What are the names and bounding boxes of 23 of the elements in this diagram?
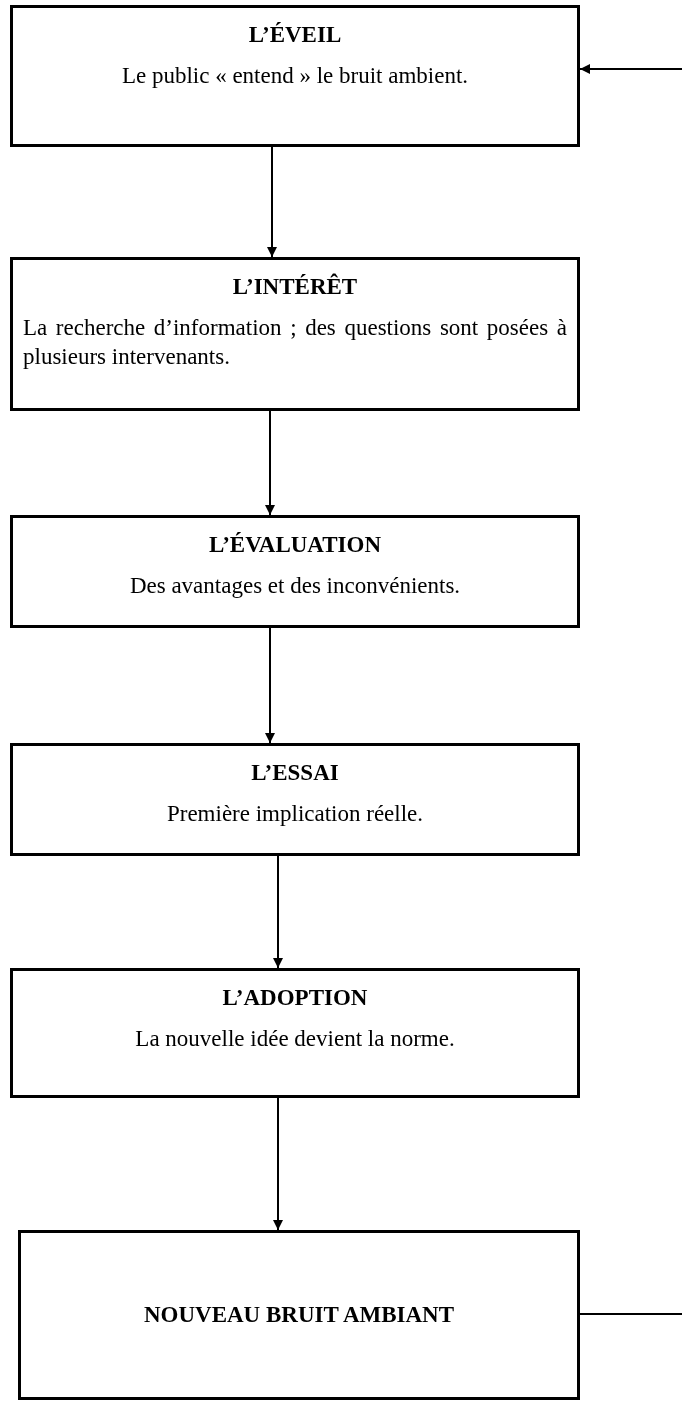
stage-title: L’INTÉRÊT <box>232 274 358 300</box>
process-box <box>18 1230 580 1400</box>
arrow <box>265 410 275 516</box>
stage-description: Première implication réelle. <box>165 800 425 828</box>
arrow <box>267 146 277 258</box>
stage-title: NOUVEAU BRUIT AMBIANT <box>143 1302 455 1328</box>
process-box <box>10 5 580 147</box>
stage-description: La recherche d’information ; des questions sont posées à plusieurs intervenants. <box>23 314 567 371</box>
process-box <box>10 968 580 1098</box>
stage-description: Le public « entend » le bruit ambient. <box>120 62 470 90</box>
arrow <box>265 627 275 744</box>
stage-description: La nouvelle idée devient la norme. <box>134 1025 456 1053</box>
process-box <box>10 515 580 628</box>
stage-title: L’ADOPTION <box>222 985 368 1011</box>
process-box <box>10 257 580 411</box>
stage-description: Des avantages et des inconvénients. <box>128 572 462 600</box>
stage-title: L’ÉVALUATION <box>208 532 382 558</box>
stage-title: L’ÉVEIL <box>248 22 342 48</box>
process-box <box>10 743 580 856</box>
stage-title: L’ESSAI <box>251 760 339 786</box>
arrow <box>273 1097 283 1231</box>
arrow <box>579 64 682 74</box>
arrow <box>273 855 283 969</box>
